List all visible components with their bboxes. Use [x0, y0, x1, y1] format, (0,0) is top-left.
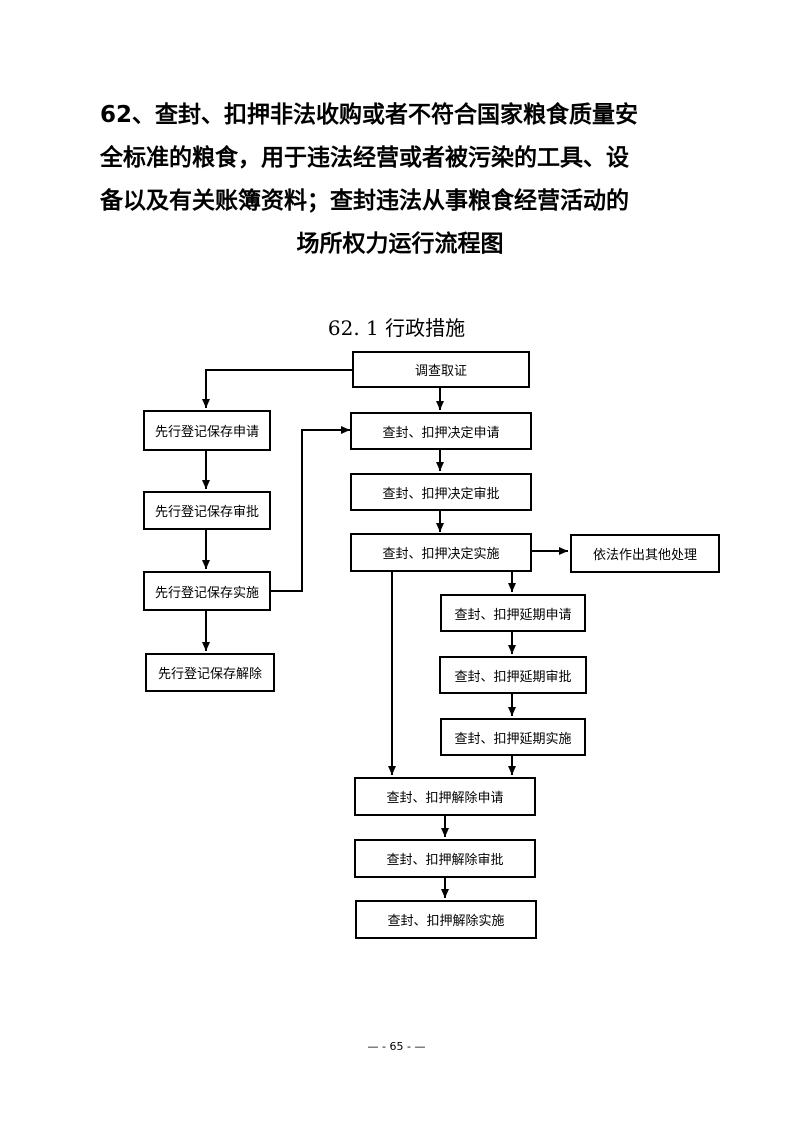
arrow-prereg-implement-to-seal-apply [270, 426, 350, 592]
title-line-3: 备以及有关账簿资料；查封违法从事粮食经营活动的 [100, 188, 629, 214]
page-number: — - 65 - — [367, 1040, 426, 1053]
node-seal-apply: 查封、扣押决定申请 [350, 412, 532, 450]
node-investigate: 调查取证 [352, 351, 530, 388]
node-release-apply: 查封、扣押解除申请 [354, 777, 536, 816]
node-seal-implement: 查封、扣押决定实施 [350, 533, 532, 572]
node-prereg-implement: 先行登记保存实施 [143, 571, 271, 611]
title-line-1: 62、查封、扣押非法收购或者不符合国家粮食质量安 [100, 102, 639, 128]
title-line-2: 全标准的粮食，用于违法经营或者被污染的工具、设 [100, 145, 629, 171]
node-prereg-release: 先行登记保存解除 [145, 653, 275, 692]
node-extend-approve: 查封、扣押延期审批 [439, 656, 587, 694]
node-other-handling: 依法作出其他处理 [570, 534, 720, 573]
section-subtitle: 62. 1 行政措施 [327, 316, 466, 340]
document-title: 62、查封、扣押非法收购或者不符合国家粮食质量安 全标准的粮食，用于违法经营或者… [100, 94, 700, 266]
title-line-4: 场所权力运行流程图 [296, 231, 504, 257]
node-release-approve: 查封、扣押解除审批 [354, 839, 536, 878]
node-extend-implement: 查封、扣押延期实施 [440, 718, 586, 756]
node-release-implement: 查封、扣押解除实施 [355, 900, 537, 939]
node-seal-approve: 查封、扣押决定审批 [350, 473, 532, 511]
arrow-investigate-to-prereg-apply [202, 369, 352, 408]
node-extend-apply: 查封、扣押延期申请 [440, 594, 586, 632]
node-prereg-apply: 先行登记保存申请 [143, 410, 271, 451]
node-prereg-approve: 先行登记保存审批 [143, 491, 271, 530]
